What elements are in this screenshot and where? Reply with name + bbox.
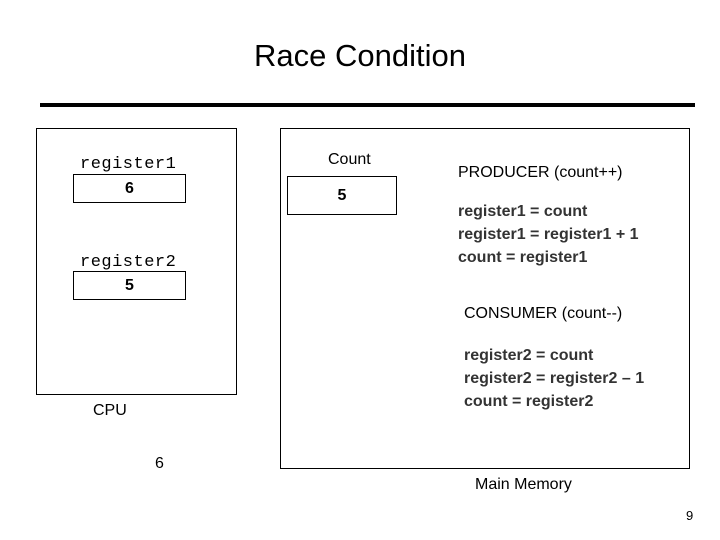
page-number: 9 (686, 508, 694, 523)
register1-value-box: 6 (73, 174, 186, 203)
producer-line: count = register1 (458, 249, 588, 266)
count-value: 5 (337, 187, 347, 204)
register1-value: 6 (125, 180, 134, 197)
consumer-line: count = register2 (464, 393, 594, 410)
register2-label: register2 (80, 253, 177, 272)
consumer-heading: CONSUMER (count--) (464, 305, 623, 322)
cpu-label: CPU (93, 402, 127, 419)
consumer-line: register2 = register2 – 1 (464, 370, 645, 387)
title-divider (40, 103, 695, 107)
consumer-code: register2 = count register2 = register2 … (464, 344, 644, 413)
register2-value: 5 (125, 277, 134, 294)
slide-title: Race Condition (254, 38, 466, 73)
register2-value-box: 5 (73, 271, 186, 300)
producer-line: register1 = count (458, 203, 588, 220)
count-value-box: 5 (287, 176, 397, 215)
cpu-note-value: 6 (155, 455, 164, 472)
producer-code: register1 = count register1 = register1 … (458, 200, 639, 269)
register1-label: register1 (80, 155, 177, 174)
consumer-line: register2 = count (464, 347, 594, 364)
count-label: Count (328, 151, 371, 168)
producer-heading: PRODUCER (count++) (458, 164, 623, 181)
producer-line: register1 = register1 + 1 (458, 226, 639, 243)
cpu-box (36, 128, 237, 395)
main-memory-label: Main Memory (475, 476, 572, 493)
